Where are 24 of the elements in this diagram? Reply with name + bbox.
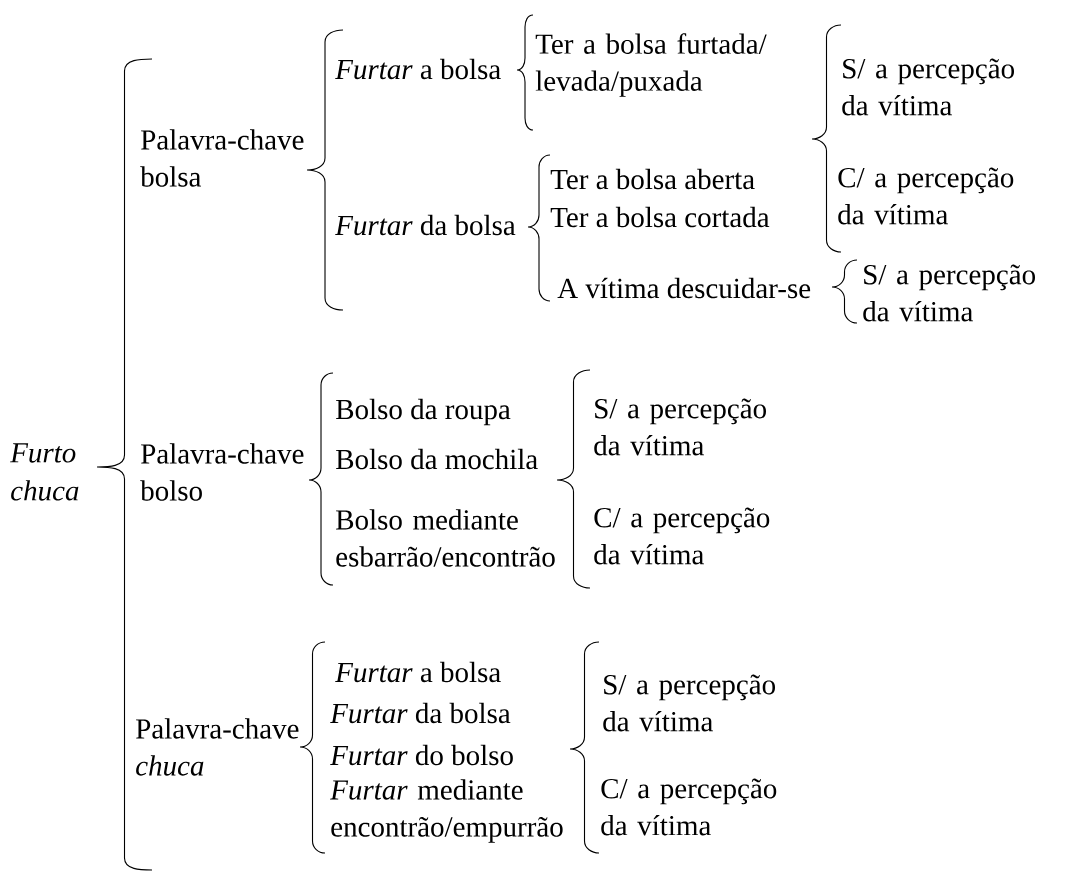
category-label: Furtar da bolsa [335,214,516,236]
category-label: Palavra-chave bolso [140,443,304,501]
category-label: A vítima descuidar-se [557,277,811,299]
category-label: Bolso da mochila [336,448,538,470]
category-label: Furtar do bolso [330,744,513,766]
category-label: C/ a percepção da vítima [594,507,770,565]
category-label: C/ a percepção da vítima [601,778,777,836]
category-label: Palavra-chave chuca [136,718,299,776]
category-label: Ter a bolsa aberta [550,168,755,190]
category-label: C/ a percepção da vítima [838,167,1014,225]
category-label: S/ a percepção da vítima [603,674,775,732]
category-label: S/ a percepção da vítima [842,58,1014,116]
category-label: S/ a percepção da vítima [863,264,1035,322]
category-label: Bolso da roupa [336,398,511,426]
category-label: Palavra-chave bolsa [140,129,304,187]
category-label: Furtar mediante encontrão/empurrão [330,779,563,843]
category-label: Furtar da bolsa [330,702,511,724]
category-label: Furto chuca [10,443,79,501]
category-label: Ter a bolsa furtada/ levada/puxada [535,33,767,97]
category-label: Bolso mediante esbarrão/encontrão [336,509,555,567]
category-label: Ter a bolsa cortada [550,206,770,228]
category-label: Furtar a bolsa [335,661,501,683]
category-label: Furtar a bolsa [335,58,501,80]
category-label: S/ a percepção da vítima [594,398,766,456]
